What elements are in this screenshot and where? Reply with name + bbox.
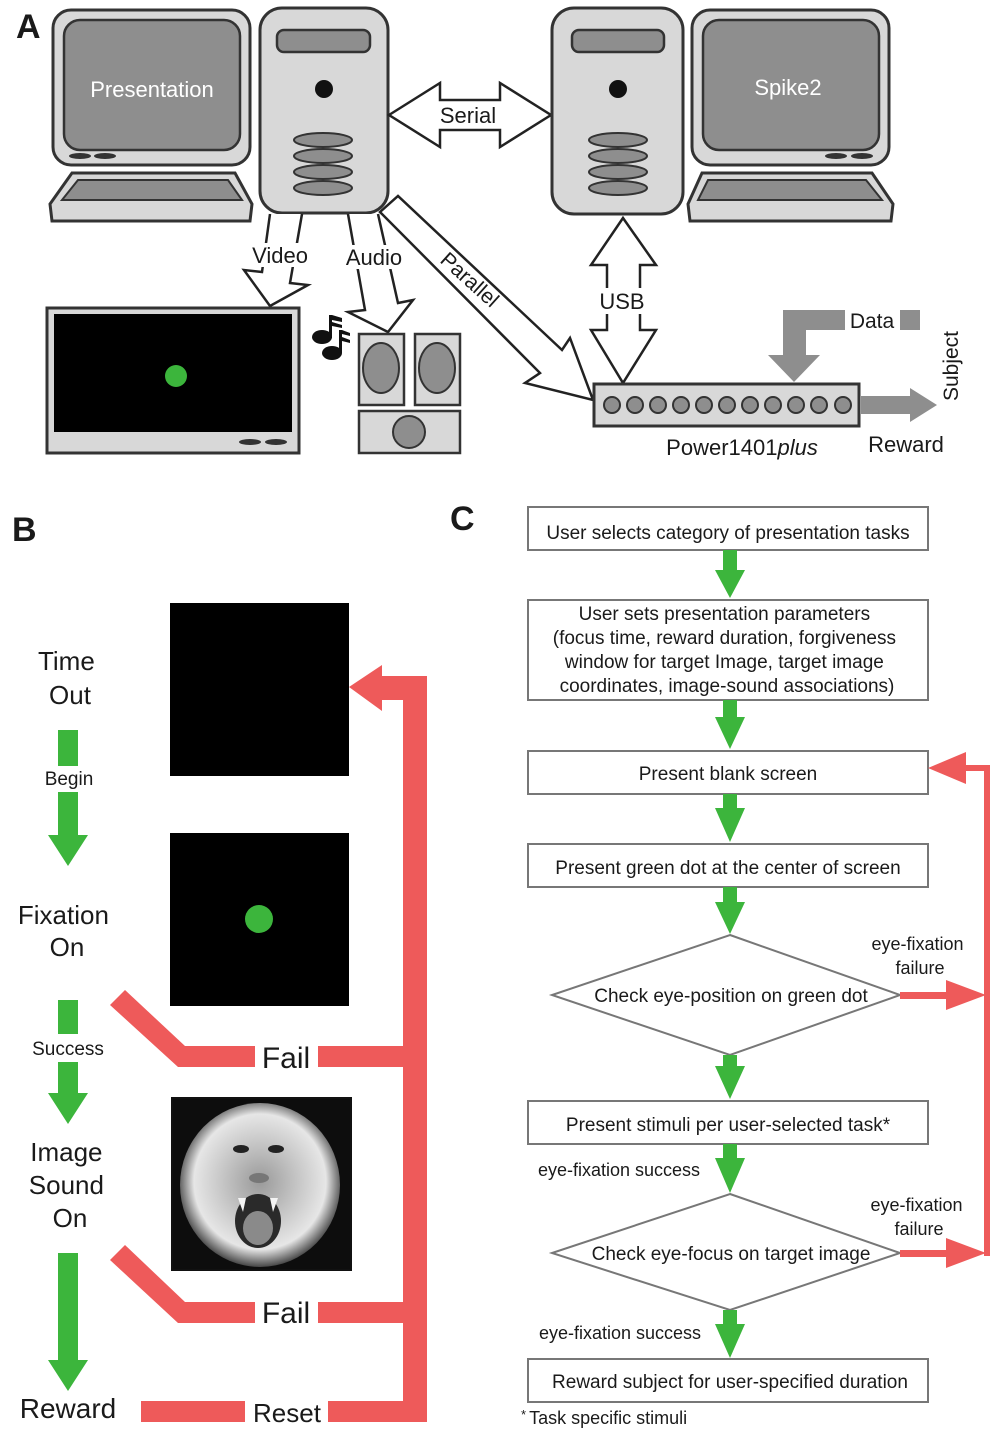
speakers xyxy=(357,332,462,455)
transition-begin: Begin xyxy=(45,769,94,790)
success-label-2: eye-fixation success xyxy=(539,1323,701,1343)
panel-b: B Time Out Begin xyxy=(12,511,427,1428)
video-label: Video xyxy=(252,243,308,268)
failure-label-1: eye-fixation failure xyxy=(871,934,968,978)
device-label: Power1401plus xyxy=(666,435,818,460)
flow-arrows xyxy=(715,550,745,1358)
panel-b-letter: B xyxy=(12,511,37,549)
usb-arrow: USB xyxy=(588,215,659,386)
audio-arrow: Audio xyxy=(340,213,417,334)
data-arrow: Data xyxy=(768,310,920,382)
transition-fail-2: Fail xyxy=(262,1297,310,1330)
step-2-text: User sets presentation parameters (focus… xyxy=(553,604,902,697)
panel-a: A Presentation Serial xyxy=(16,6,963,460)
footnote: *Task specific stimuli xyxy=(521,1407,687,1428)
data-label: Data xyxy=(850,310,895,333)
state-time-out: Time Out xyxy=(38,646,102,710)
step-box-1 xyxy=(527,506,929,551)
step-1-text: User selects category of presentation ta… xyxy=(546,523,909,544)
fixation-dot xyxy=(165,365,187,387)
video-display xyxy=(45,306,301,455)
music-note-icon xyxy=(312,315,350,360)
presentation-tower xyxy=(258,6,390,215)
panel-c-letter: C xyxy=(450,500,475,538)
serial-arrow: Serial xyxy=(386,80,554,150)
failure-label-2: eye-fixation failure xyxy=(870,1195,967,1239)
subject-label: Subject xyxy=(940,331,963,401)
spike2-keyboard xyxy=(686,171,895,223)
step-box-3 xyxy=(527,750,929,795)
spike2-tower xyxy=(550,6,685,216)
green-dot-screen-image xyxy=(170,833,349,1006)
serial-label: Serial xyxy=(440,103,496,128)
spike2-label: Spike2 xyxy=(754,75,821,100)
step-6-text: Present stimuli per user-selected task* xyxy=(566,1115,891,1136)
transition-fail-1: Fail xyxy=(262,1042,310,1075)
panel-a-letter: A xyxy=(16,8,41,46)
monkey-face-image xyxy=(171,1097,352,1271)
step-box-2 xyxy=(527,599,929,701)
transition-reset: Reset xyxy=(253,1398,322,1428)
presentation-monitor: Presentation xyxy=(51,8,252,167)
step-box-8 xyxy=(527,1358,929,1403)
power1401-device: Power1401plus xyxy=(592,382,861,460)
video-arrow: Video xyxy=(241,213,316,308)
blank-screen-image xyxy=(170,603,349,776)
reward-arrow: Subject Reward xyxy=(861,331,963,457)
panel-c: C xyxy=(450,500,990,1428)
reward-label: Reward xyxy=(868,432,944,457)
success-label-1: eye-fixation success xyxy=(538,1160,700,1180)
presentation-keyboard xyxy=(48,171,254,223)
parallel-arrow: Parallel xyxy=(378,194,595,402)
step-4-text: Present green dot at the center of scree… xyxy=(555,858,900,879)
usb-label: USB xyxy=(599,289,644,314)
state-reward: Reward xyxy=(20,1393,116,1424)
transition-success: Success xyxy=(32,1039,104,1060)
step-8-text: Reward subject for user-specified durati… xyxy=(552,1372,908,1393)
presentation-label: Presentation xyxy=(90,77,214,102)
failure-loop xyxy=(900,752,990,1268)
success-flow xyxy=(48,730,88,1391)
failure-feedback-loop xyxy=(110,665,427,1422)
state-image-sound-on: Image Sound On xyxy=(29,1137,111,1233)
spike2-monitor: Spike2 xyxy=(690,8,891,167)
audio-label: Audio xyxy=(346,245,402,270)
step-3-text: Present blank screen xyxy=(639,764,818,785)
decision-2-text: Check eye-focus on target image xyxy=(592,1244,871,1265)
decision-1-text: Check eye-position on green dot xyxy=(594,986,868,1007)
state-fixation-on: Fixation On xyxy=(18,900,116,962)
